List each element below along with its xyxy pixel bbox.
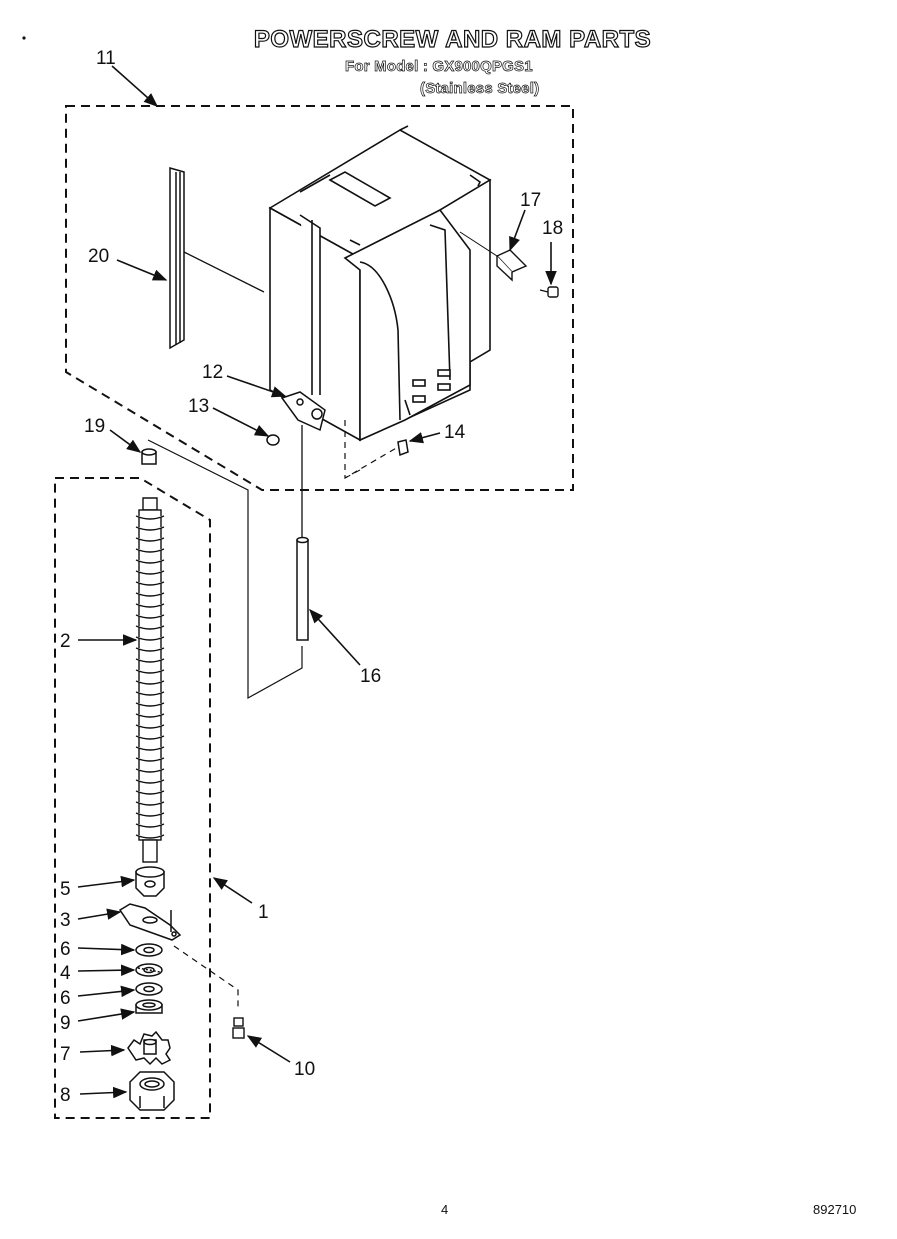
- powerscrew-assembly-boundary: [54, 477, 211, 1119]
- strip-leader-line: [183, 251, 265, 293]
- ram-assembly-boundary: [65, 105, 574, 491]
- thread-ridge: [135, 724, 165, 729]
- screw-part-18: [539, 286, 559, 298]
- thread-ridge: [135, 515, 165, 520]
- thread-ridge: [135, 625, 165, 630]
- bearing-part-5: [135, 866, 165, 897]
- speck: [22, 36, 26, 40]
- thread-ridge: [135, 768, 165, 773]
- callout-9: 9: [60, 1013, 71, 1034]
- bushing-part-19: [141, 448, 157, 465]
- callout-10: 10: [294, 1059, 315, 1080]
- callout-13: 13: [188, 396, 209, 417]
- callout-16: 16: [360, 666, 381, 687]
- bolt-10-leader: [173, 945, 239, 1010]
- thread-ridge: [135, 691, 165, 696]
- callout-leaders: [77, 65, 557, 1099]
- thread-ridge: [135, 570, 165, 575]
- thread-ridge: [135, 801, 165, 806]
- finish-line: (Stainless Steel): [420, 80, 540, 98]
- callout-6-lower: 6: [60, 988, 71, 1009]
- ram-box: [268, 125, 492, 442]
- callout-18: 18: [542, 218, 563, 239]
- powerscrew-part-2: [135, 497, 165, 863]
- thread-ridge: [135, 757, 165, 762]
- thread-ridge: [135, 669, 165, 674]
- callout-3: 3: [60, 910, 71, 931]
- side-strip-part-20: [169, 167, 185, 350]
- thread-ridge: [135, 647, 165, 652]
- page-number: 4: [441, 1202, 449, 1217]
- callout-5: 5: [60, 879, 71, 900]
- lock-washer-part-4: [135, 963, 163, 977]
- washer-part-6-upper: [135, 943, 163, 957]
- bolt-part-10: [232, 1017, 245, 1039]
- thread-ridge: [135, 823, 165, 828]
- callout-7: 7: [60, 1044, 71, 1065]
- thread-ridge: [135, 834, 165, 839]
- callout-19: 19: [84, 416, 105, 437]
- thread-ridge: [135, 603, 165, 608]
- thread-ridge: [135, 559, 165, 564]
- callout-2: 2: [60, 631, 71, 652]
- callout-20: 20: [88, 246, 109, 267]
- bracket-part-17: [495, 249, 528, 282]
- thread-ridge: [135, 812, 165, 817]
- document-number: 892710: [813, 1202, 857, 1217]
- thread-ridge: [135, 713, 165, 718]
- nut-part-8: [129, 1071, 175, 1111]
- sprocket-part-7: [127, 1030, 172, 1066]
- thread-ridge: [135, 658, 165, 663]
- model-line: For Model : GX900QPGS1: [345, 58, 533, 76]
- callout-12: 12: [202, 362, 223, 383]
- thread-ridge: [135, 790, 165, 795]
- thread-ridge: [135, 680, 165, 685]
- callout-1: 1: [258, 902, 269, 923]
- screw-14-path: [344, 420, 399, 480]
- page-title: POWERSCREW AND RAM PARTS: [253, 25, 652, 53]
- callout-14: 14: [444, 422, 466, 443]
- thread-ridge: [135, 779, 165, 784]
- thread-ridge: [135, 548, 165, 553]
- callout-17: 17: [520, 190, 541, 211]
- callout-8: 8: [60, 1085, 71, 1106]
- thread-ridge: [135, 614, 165, 619]
- callout-4: 4: [60, 963, 71, 984]
- spacer-part-9: [135, 999, 163, 1014]
- thread-ridge: [135, 526, 165, 531]
- thread-ridge: [135, 537, 165, 542]
- callout-6-upper: 6: [60, 939, 71, 960]
- thread-ridge: [135, 746, 165, 751]
- washer-part-6-lower: [135, 982, 163, 996]
- nut-part-13: [266, 434, 280, 446]
- thread-ridge: [135, 636, 165, 641]
- pin-part-16: [296, 536, 309, 641]
- bracket-plate-part-3: [118, 903, 182, 941]
- thread-ridge: [135, 592, 165, 597]
- screw-part-14: [397, 439, 409, 457]
- thread-ridge: [135, 735, 165, 740]
- bracket-leader-line: [459, 231, 498, 257]
- thread-ridge: [135, 702, 165, 707]
- ram-bracket-part-12: [280, 391, 326, 432]
- callout-11: 11: [96, 48, 116, 69]
- ram-connection-line: [147, 439, 303, 700]
- thread-ridge: [135, 581, 165, 586]
